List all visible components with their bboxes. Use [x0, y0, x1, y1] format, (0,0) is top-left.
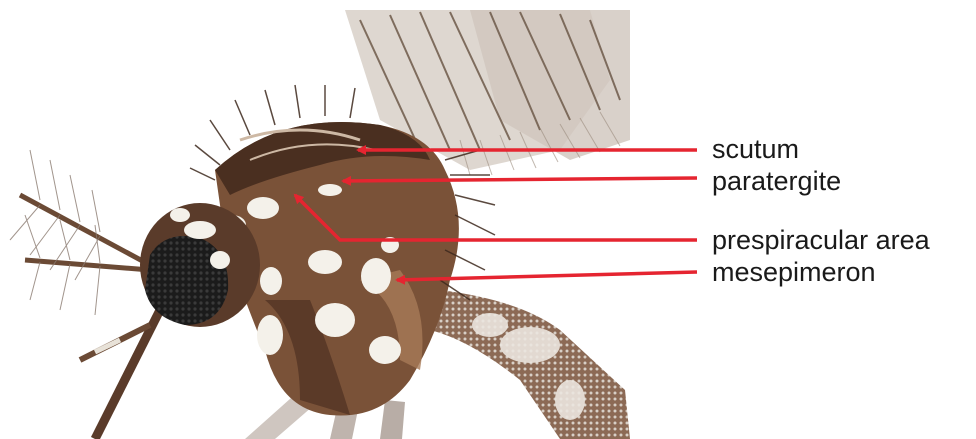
label-scutum: scutum — [712, 134, 799, 164]
label-prespiracular-area: prespiracular area — [712, 225, 931, 255]
head — [140, 203, 260, 327]
compound-eye — [145, 236, 228, 325]
proboscis — [95, 310, 160, 439]
label-mesepimeron: mesepimeron — [712, 257, 876, 287]
labels: scutum paratergite prespiracular area me… — [712, 134, 931, 287]
label-paratergite: paratergite — [712, 166, 841, 196]
mosquito-illustration — [10, 10, 630, 439]
